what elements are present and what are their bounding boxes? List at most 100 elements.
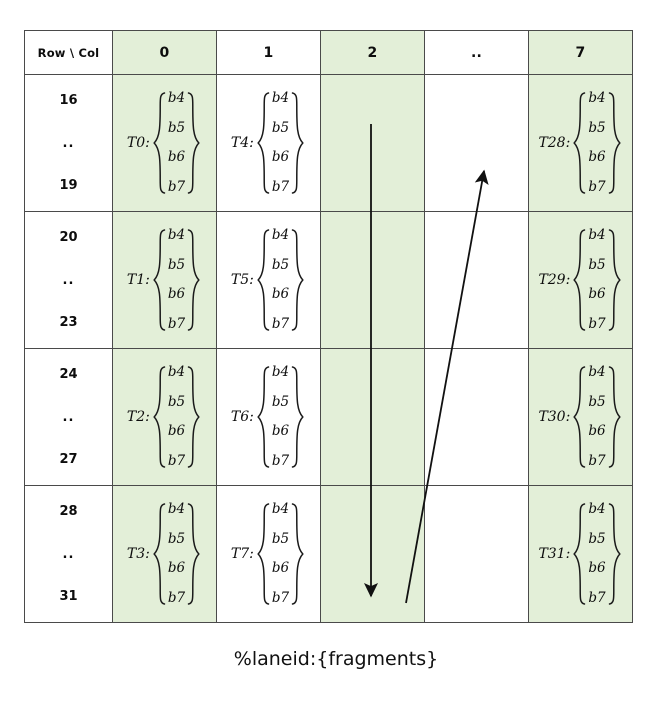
fragment-register: b5 <box>588 256 606 273</box>
row-range-end: 19 <box>59 178 78 193</box>
right-brace-icon <box>290 228 306 332</box>
fragment-register: b6 <box>271 149 290 165</box>
fragment-register: b4 <box>271 90 290 106</box>
fragment-register: b6 <box>167 423 186 439</box>
fragment-register: b5 <box>167 119 186 136</box>
fragment-cell-empty-1-2 <box>320 211 425 349</box>
fragment-register: b6 <box>588 149 606 165</box>
fragment-register: b5 <box>588 119 606 136</box>
fragment-register-list: b4 b5 b6 b7 <box>168 502 185 606</box>
left-brace-icon <box>571 502 587 606</box>
left-brace-icon <box>255 502 271 606</box>
fragment-register: b5 <box>271 256 290 273</box>
fragment-register: b5 <box>271 119 290 136</box>
fragment-register: b4 <box>167 501 186 517</box>
left-brace-icon <box>571 365 587 469</box>
row-label-cell-3: 28..31 <box>24 485 113 623</box>
column-header-7: 7 <box>528 30 633 75</box>
fragment-register: b4 <box>271 501 290 517</box>
thread-label: T31: <box>538 546 571 562</box>
left-brace-icon <box>255 365 271 469</box>
fragment-register: b5 <box>167 530 186 547</box>
fragment-register: b6 <box>167 560 186 576</box>
thread-label: T3: <box>126 546 150 562</box>
fragment-register: b7 <box>167 315 186 332</box>
row-range-ellipsis: .. <box>62 409 75 425</box>
fragment-cell-empty-0-2 <box>320 74 425 212</box>
fragment-register: b7 <box>588 178 606 195</box>
fragment-register: b5 <box>271 530 290 547</box>
fragment-register: b4 <box>588 227 606 243</box>
thread-label: T0: <box>126 135 150 151</box>
fragment-register: b5 <box>167 256 186 273</box>
column-header-0: 0 <box>112 30 217 75</box>
fragment-cell-empty-1-3 <box>424 211 529 349</box>
left-brace-icon <box>151 228 167 332</box>
fragment-register: b4 <box>167 90 186 106</box>
fragment-register: b7 <box>588 452 606 469</box>
fragment-register: b7 <box>588 315 606 332</box>
fragment-cell-empty-3-3 <box>424 485 529 623</box>
right-brace-icon <box>607 228 623 332</box>
row-label-cell-1: 20..23 <box>24 211 113 349</box>
table-header-row: Row \ Col 0 1 2 .. 7 <box>24 30 633 75</box>
fragment-cell-t3: T3: b4 b5 b6 b7 <box>112 485 217 623</box>
thread-label: T5: <box>230 272 254 288</box>
right-brace-icon <box>186 228 202 332</box>
fragment-cell-empty-2-2 <box>320 348 425 486</box>
row-range-ellipsis: .. <box>62 135 75 151</box>
fragment-register: b4 <box>271 364 290 380</box>
right-brace-icon <box>290 365 306 469</box>
fragment-register: b4 <box>588 364 606 380</box>
column-header-1: 1 <box>216 30 321 75</box>
fragment-register: b4 <box>167 364 186 380</box>
fragment-register: b6 <box>167 149 186 165</box>
right-brace-icon <box>186 502 202 606</box>
fragment-register: b4 <box>167 227 186 243</box>
corner-header-cell: Row \ Col <box>24 30 113 75</box>
fragment-register: b7 <box>167 589 186 606</box>
fragment-register: b5 <box>271 393 290 410</box>
fragment-register: b4 <box>588 90 606 106</box>
fragment-register: b6 <box>271 560 290 576</box>
fragment-register: b5 <box>167 393 186 410</box>
fragment-register: b4 <box>271 227 290 243</box>
fragment-register-list: b4 b5 b6 b7 <box>588 91 605 195</box>
right-brace-icon <box>607 502 623 606</box>
right-brace-icon <box>186 91 202 195</box>
fragment-register: b7 <box>167 452 186 469</box>
row-range-ellipsis: .. <box>62 272 75 288</box>
thread-label: T6: <box>230 409 254 425</box>
left-brace-icon <box>151 502 167 606</box>
fragment-register: b7 <box>271 315 290 332</box>
right-brace-icon <box>290 91 306 195</box>
fragment-register: b6 <box>588 423 606 439</box>
fragment-register: b7 <box>588 589 606 606</box>
left-brace-icon <box>151 91 167 195</box>
thread-label: T30: <box>538 409 571 425</box>
fragment-cell-empty-2-3 <box>424 348 529 486</box>
thread-label: T4: <box>230 135 254 151</box>
fragment-register: b7 <box>271 178 290 195</box>
fragment-cell-empty-3-2 <box>320 485 425 623</box>
